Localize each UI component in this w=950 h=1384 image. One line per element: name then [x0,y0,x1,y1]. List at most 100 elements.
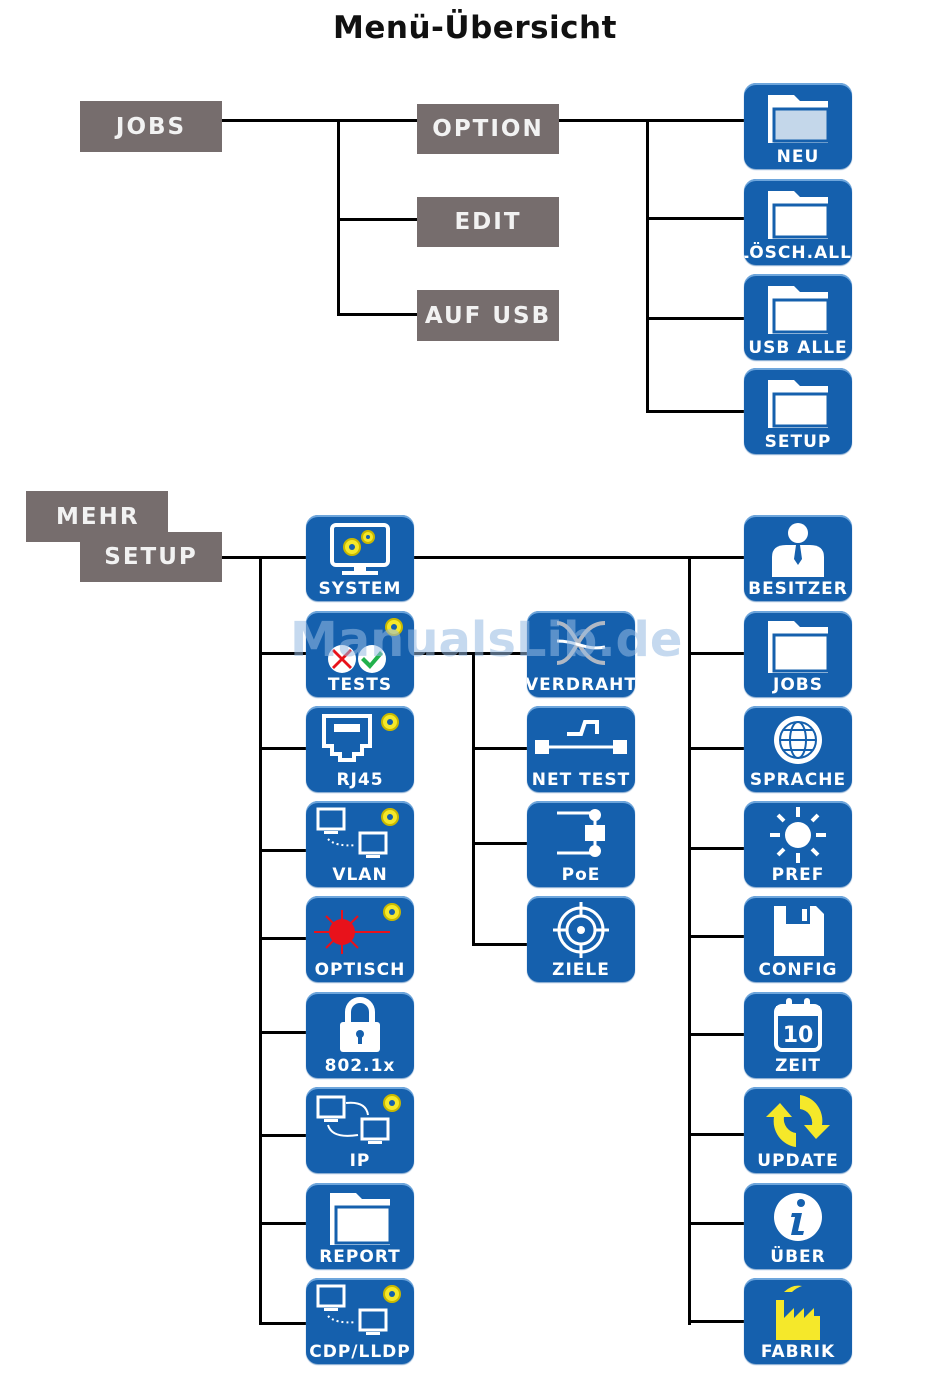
tile-label: TESTS [306,675,414,695]
folder-icon [744,274,852,340]
auf-usb-menu-box[interactable]: AUF USB [417,290,559,341]
connector-line [688,847,748,850]
page-title: Menü-Übersicht [0,10,950,46]
tile-802-1x[interactable]: 802.1x [306,992,414,1078]
connector-line [688,747,748,750]
tile-label: LÖSCH.ALLE [744,243,852,263]
folder-icon [744,83,852,149]
tile-verdraht[interactable]: VERDRAHT [527,611,635,697]
tile-label: NEU [744,147,852,167]
tile-ziele[interactable]: ZIELE [527,896,635,982]
connector-line [472,747,528,750]
tile-config[interactable]: CONFIG [744,896,852,982]
cable-wiring-icon [527,611,635,677]
connector-line [646,119,649,413]
tile-label: SETUP [744,432,852,452]
tile-besitzer[interactable]: BESITZER [744,515,852,601]
tile-rj45[interactable]: RJ45 [306,706,414,792]
poe-icon [527,801,635,867]
globe-icon [744,706,852,772]
tile-net-test[interactable]: NET TEST [527,706,635,792]
tile-fabrik[interactable]: FABRIK [744,1278,852,1364]
tile-label: PoE [527,865,635,885]
tile-label: UPDATE [744,1151,852,1171]
connector-line [472,652,475,946]
folder-icon [744,611,852,677]
factory-icon [744,1278,852,1344]
tile-sprache[interactable]: SPRACHE [744,706,852,792]
tile-label: ZEIT [744,1056,852,1076]
connector-line [688,935,748,938]
tile-optisch[interactable]: OPTISCH [306,896,414,982]
tile-ip[interactable]: IP [306,1087,414,1173]
setup-menu-box[interactable]: SETUP [80,532,222,582]
connector-line [472,842,528,845]
connector-line [688,1222,748,1225]
tile-label: 802.1x [306,1056,414,1076]
connector-line [259,1322,307,1325]
padlock-icon [306,992,414,1058]
tile-label: USB ALLE [744,338,852,358]
tile-label: ÜBER [744,1247,852,1267]
tile-loesch-alle[interactable]: LÖSCH.ALLE [744,179,852,265]
monitor-gears-icon [306,515,414,581]
connector-line [688,1033,748,1036]
connector-line [688,1133,748,1136]
tile-label: ZIELE [527,960,635,980]
connector-line [259,1134,307,1137]
target-icon [527,896,635,962]
tile-neu[interactable]: NEU [744,83,852,169]
connector-line [259,1222,307,1225]
tile-update[interactable]: UPDATE [744,1087,852,1173]
tile-ueber[interactable]: ÜBER [744,1183,852,1269]
connector-line [259,1031,307,1034]
tile-label: REPORT [306,1247,414,1267]
tile-label: NET TEST [527,770,635,790]
connector-line [259,849,307,852]
connector-line [337,218,418,221]
tile-vlan[interactable]: VLAN [306,801,414,887]
tests-icon [306,611,414,677]
tile-label: CDP/LLDP [306,1342,414,1362]
cdp-computers-icon [306,1278,414,1344]
tile-label: OPTISCH [306,960,414,980]
calendar-icon: 10 [744,992,852,1058]
tile-tests[interactable]: TESTS [306,611,414,697]
folder-icon [306,1183,414,1249]
connector-line [259,556,262,1325]
calendar-day: 10 [783,1023,814,1048]
tile-system[interactable]: SYSTEM [306,515,414,601]
sun-icon [744,801,852,867]
tile-cdp-lldp[interactable]: CDP/LLDP [306,1278,414,1364]
tile-poe[interactable]: PoE [527,801,635,887]
option-menu-box[interactable]: OPTION [417,104,559,154]
jobs-menu-box[interactable]: JOBS [80,101,222,152]
tile-label: CONFIG [744,960,852,980]
tile-label: SYSTEM [306,579,414,599]
net-test-icon [527,706,635,772]
tile-label: IP [306,1151,414,1171]
tile-setup[interactable]: SETUP [744,368,852,454]
tile-zeit[interactable]: 10 ZEIT [744,992,852,1078]
connector-line [646,317,749,320]
floppy-disk-icon [744,896,852,962]
tile-label: BESITZER [744,579,852,599]
edit-menu-box[interactable]: EDIT [417,197,559,247]
tile-label: FABRIK [744,1342,852,1362]
tile-label: SPRACHE [744,770,852,790]
tile-pref[interactable]: PREF [744,801,852,887]
tile-jobs[interactable]: JOBS [744,611,852,697]
tile-label: RJ45 [306,770,414,790]
tile-label: PREF [744,865,852,885]
tile-usb-alle[interactable]: USB ALLE [744,274,852,360]
info-icon [744,1183,852,1249]
connector-line [222,119,418,122]
connector-line [472,943,528,946]
connector-line [259,937,307,940]
laser-icon [306,896,414,962]
connector-line [559,119,749,122]
connector-line [688,652,748,655]
tile-report[interactable]: REPORT [306,1183,414,1269]
connector-line [646,410,749,413]
folder-icon [744,179,852,245]
